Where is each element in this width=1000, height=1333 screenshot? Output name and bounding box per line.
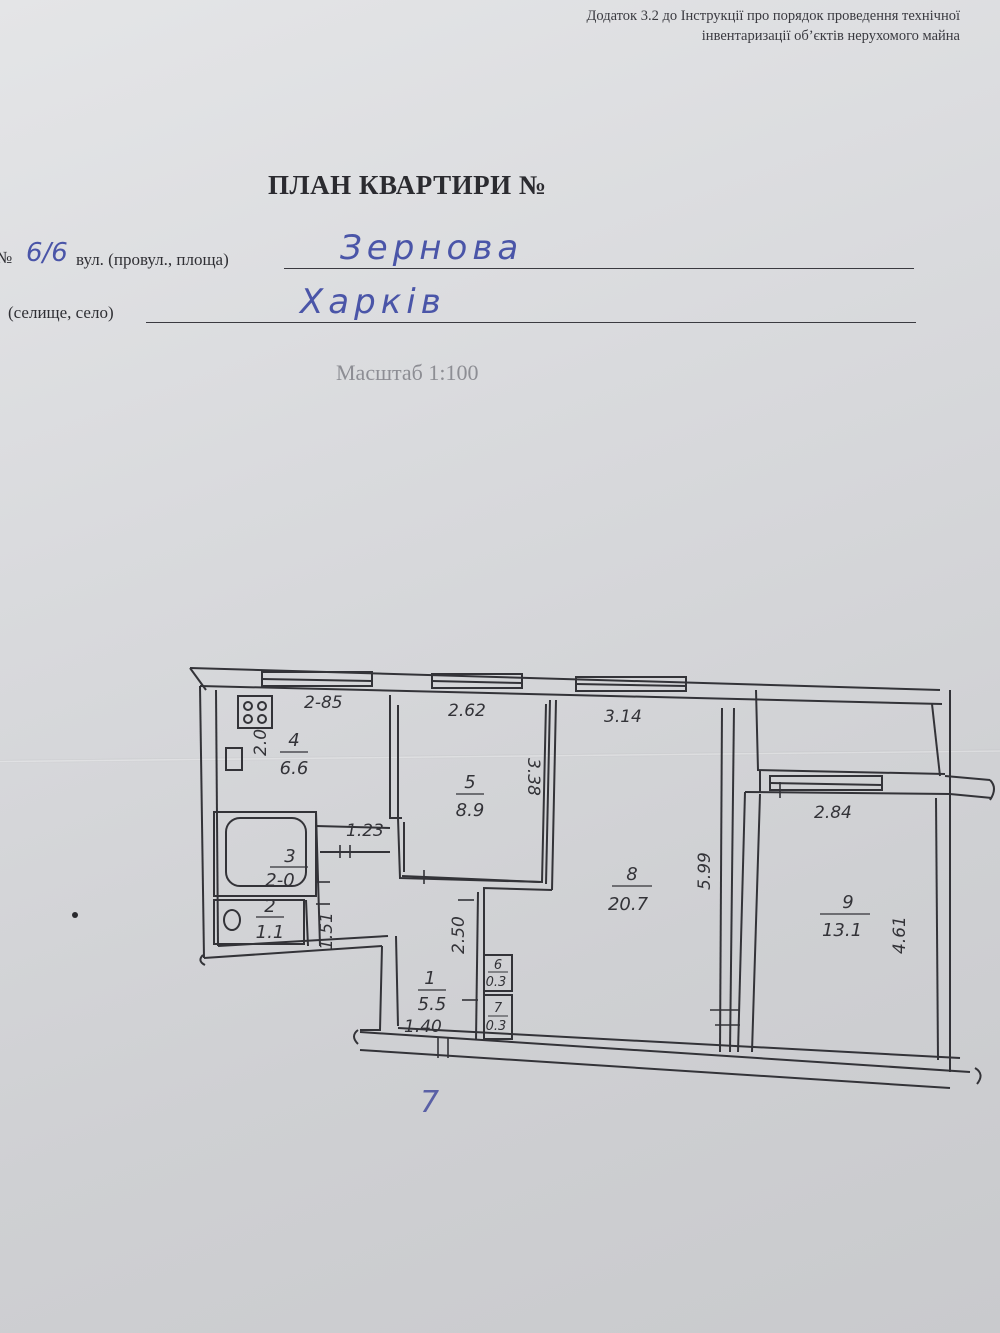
svg-text:1: 1 (424, 968, 435, 989)
room-7: 7 0.3 (486, 1001, 508, 1034)
settlement-underline (146, 322, 916, 323)
street-label: вул. (провул., площа) (76, 250, 229, 269)
svg-text:8.9: 8.9 (456, 800, 485, 821)
svg-text:8: 8 (626, 864, 637, 885)
document-title: ПЛАН КВАРТИРИ № (268, 170, 547, 200)
room-5: 5 8.9 (456, 772, 485, 821)
number-prefix: № (0, 248, 13, 267)
room-9: 9 13.1 (820, 892, 870, 941)
svg-text:7: 7 (494, 1001, 503, 1016)
svg-text:2-0: 2-0 (265, 870, 294, 891)
svg-text:9: 9 (842, 892, 853, 913)
dim-1-40: 1.40 (404, 1017, 442, 1037)
appendix-line-1: Додаток 3.2 до Інструкції про порядок пр… (586, 8, 960, 24)
dim-1-23: 1.23 (346, 821, 384, 841)
svg-text:2: 2 (264, 896, 275, 917)
house-number-value: 6/6 (26, 238, 68, 268)
svg-text:1.1: 1.1 (256, 922, 285, 943)
room-2: 2 1.1 (256, 896, 285, 943)
room-8: 8 20.7 (608, 864, 652, 915)
top-wall-inner (199, 685, 943, 705)
scale-label: Масштаб 1:100 (336, 360, 479, 385)
svg-text:4: 4 (288, 730, 299, 751)
handwritten-mark: 7 (420, 1085, 439, 1120)
svg-text:6: 6 (494, 958, 502, 973)
room-6: 6 0.3 (486, 958, 508, 990)
dim-1-51: 1.51 (317, 912, 337, 950)
appendix-line-2: інвентаризації об’єктів нерухомого майна (701, 28, 960, 44)
svg-text:20.7: 20.7 (608, 894, 649, 915)
ink-dot (72, 912, 78, 918)
window-marks (261, 671, 883, 791)
dim-3-38: 3.38 (523, 758, 543, 796)
dim-3-14: 3.14 (604, 707, 642, 727)
dim-2-0: 2.0 (251, 729, 271, 756)
svg-text:13.1: 13.1 (822, 920, 862, 941)
settlement-label: (селище, село) (8, 303, 114, 322)
svg-text:5: 5 (464, 772, 475, 793)
appendix-note: Додаток 3.2 до Інструкції про порядок пр… (400, 6, 960, 46)
street-value: Зернова (340, 228, 524, 268)
room-1: 1 5.5 (418, 968, 447, 1015)
svg-text:6.6: 6.6 (280, 758, 309, 779)
settlement-value: Харків (300, 282, 446, 322)
dim-2-85: 2-85 (304, 693, 343, 713)
street-underline (284, 268, 914, 269)
dim-2-50: 2.50 (449, 916, 469, 954)
room-3: 3 2-0 (265, 846, 308, 891)
dim-2-84: 2.84 (814, 803, 852, 823)
svg-text:0.3: 0.3 (486, 975, 507, 990)
svg-text:0.3: 0.3 (486, 1019, 507, 1034)
dim-4-61: 4.61 (890, 916, 910, 954)
dim-5-99: 5.99 (695, 852, 715, 890)
dim-2-62: 2.62 (448, 701, 486, 721)
svg-text:5.5: 5.5 (418, 994, 447, 1015)
svg-text:3: 3 (284, 846, 295, 867)
room-4: 4 6.6 (280, 730, 309, 779)
